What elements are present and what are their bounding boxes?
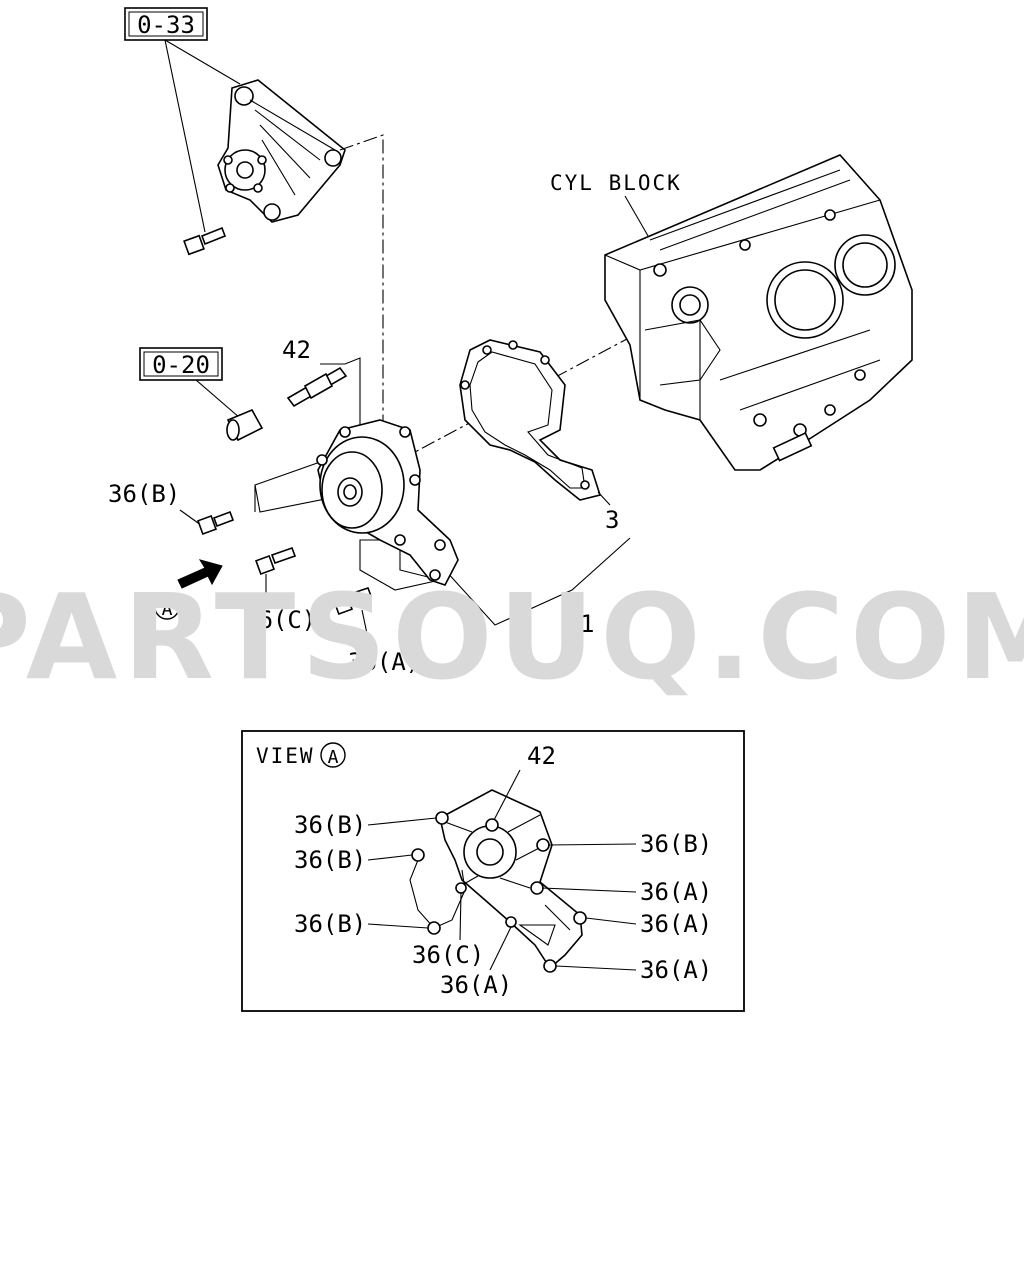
callout-bolt-b: 36(B) bbox=[108, 480, 180, 508]
leader-line bbox=[361, 609, 371, 649]
view-a-arrow[interactable] bbox=[177, 559, 223, 589]
leader-line bbox=[597, 491, 611, 506]
leader-line bbox=[547, 843, 637, 846]
view-label-right-2: 36(A) bbox=[640, 878, 712, 906]
view-a-marker: A bbox=[154, 594, 180, 620]
callout-bolt-a: 36(A) bbox=[348, 648, 420, 676]
water-pump-gasket[interactable] bbox=[459, 339, 602, 501]
watermark: PARTSOUQ.COM bbox=[0, 568, 1024, 706]
ref-box-0-33[interactable]: 0-33 bbox=[124, 7, 208, 41]
view-a-panel: VIEW A 42 36(B) 36(B) 3 bbox=[241, 730, 745, 1012]
view-label-left-3: 36(B) bbox=[294, 910, 366, 938]
leader-line bbox=[489, 926, 512, 971]
leader-line bbox=[585, 917, 637, 925]
leader-line bbox=[493, 769, 521, 821]
view-label-top: 42 bbox=[527, 742, 556, 770]
leader-line bbox=[541, 887, 637, 893]
water-pump[interactable] bbox=[254, 419, 459, 591]
view-label-bottom-c: 36(C) bbox=[412, 941, 484, 969]
leader-line bbox=[459, 892, 462, 941]
bolt-36c[interactable] bbox=[255, 546, 297, 575]
cyl-block-label: CYL BLOCK bbox=[550, 171, 682, 195]
leader-line bbox=[367, 817, 437, 826]
bolt-36b[interactable] bbox=[197, 510, 235, 535]
leader-line bbox=[164, 39, 206, 233]
callout-gasket: 3 bbox=[605, 506, 619, 534]
callout-stud: 42 bbox=[282, 336, 311, 364]
view-label-left-1: 36(B) bbox=[294, 811, 366, 839]
bolt-36a[interactable] bbox=[333, 586, 373, 615]
callout-pump-assembly: 1 bbox=[580, 610, 594, 638]
ref-box-0-20[interactable]: 0-20 bbox=[139, 347, 223, 381]
cylinder-block[interactable] bbox=[604, 154, 913, 471]
view-title-marker: A bbox=[328, 747, 339, 768]
leader-line bbox=[164, 39, 241, 85]
assembly-leader bbox=[444, 537, 631, 626]
leader-line bbox=[367, 923, 429, 929]
view-title: VIEW bbox=[256, 744, 315, 768]
svg-text:A: A bbox=[162, 599, 173, 620]
stud-bolt[interactable] bbox=[286, 366, 348, 408]
ref-label-0-33: 0-33 bbox=[137, 11, 195, 39]
stud-nut[interactable] bbox=[226, 408, 264, 442]
fan-bracket[interactable] bbox=[217, 79, 346, 223]
leader-line bbox=[367, 854, 413, 861]
leader-line bbox=[320, 357, 361, 452]
view-label-right-3: 36(A) bbox=[640, 910, 712, 938]
leader-line bbox=[195, 379, 241, 419]
view-label-right-1: 36(B) bbox=[640, 830, 712, 858]
view-label-right-4: 36(A) bbox=[640, 956, 712, 984]
view-label-bottom-a: 36(A) bbox=[440, 971, 512, 999]
callout-bolt-c: 36(C) bbox=[244, 606, 316, 634]
alignment-line bbox=[339, 134, 384, 440]
leader-line bbox=[555, 965, 637, 971]
view-label-left-2: 36(B) bbox=[294, 846, 366, 874]
ref-label-0-20: 0-20 bbox=[152, 351, 210, 379]
view-pump-outline[interactable] bbox=[409, 789, 587, 973]
bracket-bolt[interactable] bbox=[183, 226, 227, 256]
